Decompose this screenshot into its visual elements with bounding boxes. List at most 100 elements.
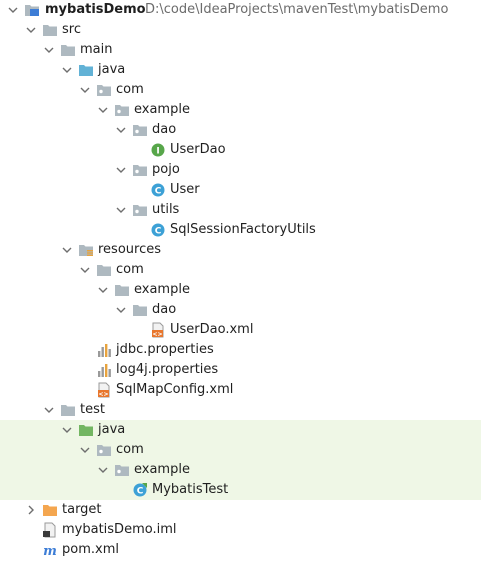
tree-row-utils[interactable]: utils (0, 200, 481, 220)
interface-icon: I (150, 142, 166, 158)
tree-row-target[interactable]: target (0, 500, 481, 520)
mybatis-test-label: MybatisTest (152, 482, 229, 497)
main-com-label: com (116, 82, 144, 97)
chevron-down-icon[interactable] (61, 64, 73, 76)
chevron-down-icon[interactable] (43, 44, 55, 56)
folder-icon (114, 282, 130, 298)
folder-icon (42, 22, 58, 38)
pojo-label: pojo (152, 162, 180, 177)
tree-row-user[interactable]: C User (0, 180, 481, 200)
chevron-down-icon[interactable] (115, 304, 127, 316)
chevron-down-icon[interactable] (61, 244, 73, 256)
chevron-down-icon[interactable] (97, 464, 109, 476)
tree-row-test[interactable]: test (0, 400, 481, 420)
tree-row-root[interactable]: mybatisDemo D:\code\IdeaProjects\mavenTe… (0, 0, 481, 20)
tree-row-sql-map-config[interactable]: <> SqlMapConfig.xml (0, 380, 481, 400)
package-icon (132, 202, 148, 218)
tree-row-mybatis-test[interactable]: C MybatisTest (0, 480, 481, 500)
chevron-down-icon[interactable] (79, 444, 91, 456)
folder-icon (60, 42, 76, 58)
chevron-down-icon[interactable] (43, 404, 55, 416)
iml-label: mybatisDemo.iml (62, 522, 177, 537)
test-source-folder-icon (78, 422, 94, 438)
class-icon: C (150, 182, 166, 198)
excluded-folder-icon (42, 502, 58, 518)
svg-text:<>: <> (152, 331, 162, 338)
package-icon (132, 122, 148, 138)
maven-icon: m (42, 542, 58, 558)
tree-row-user-dao-xml[interactable]: <> UserDao.xml (0, 320, 481, 340)
tree-row-res-example[interactable]: example (0, 280, 481, 300)
module-folder-icon (24, 2, 40, 18)
root-path: D:\code\IdeaProjects\mavenTest\mybatisDe… (145, 2, 449, 17)
tree-row-res-com[interactable]: com (0, 260, 481, 280)
root-label: mybatisDemo (45, 2, 146, 17)
svg-text:<>: <> (98, 391, 108, 398)
pom-label: pom.xml (62, 542, 119, 557)
tree-row-test-com[interactable]: com (0, 440, 481, 460)
folder-icon (60, 402, 76, 418)
chevron-down-icon[interactable] (7, 4, 19, 16)
tree-row-main[interactable]: main (0, 40, 481, 60)
chevron-down-icon[interactable] (79, 264, 91, 276)
tree-row-log4j-properties[interactable]: log4j.properties (0, 360, 481, 380)
chevron-right-icon[interactable] (25, 504, 37, 516)
main-example-label: example (134, 102, 190, 117)
xml-file-icon: <> (150, 322, 166, 338)
tree-row-main-example[interactable]: example (0, 100, 481, 120)
resources-folder-icon (78, 242, 94, 258)
log4j-properties-label: log4j.properties (116, 362, 219, 377)
sql-session-factory-utils-label: SqlSessionFactoryUtils (170, 222, 316, 237)
chevron-down-icon[interactable] (61, 424, 73, 436)
chevron-down-icon[interactable] (115, 164, 127, 176)
tree-row-main-com[interactable]: com (0, 80, 481, 100)
package-icon (96, 442, 112, 458)
module-file-icon (42, 522, 58, 538)
source-folder-icon (78, 62, 94, 78)
test-com-label: com (116, 442, 144, 457)
jdbc-properties-label: jdbc.properties (116, 342, 214, 357)
chevron-down-icon[interactable] (97, 104, 109, 116)
tree-row-jdbc-properties[interactable]: jdbc.properties (0, 340, 481, 360)
folder-icon (96, 262, 112, 278)
chevron-down-icon[interactable] (115, 204, 127, 216)
tree-row-test-example[interactable]: example (0, 460, 481, 480)
main-label: main (80, 42, 113, 57)
sql-map-config-label: SqlMapConfig.xml (116, 382, 234, 397)
test-example-label: example (134, 462, 190, 477)
properties-file-icon (96, 342, 112, 358)
user-dao-xml-label: UserDao.xml (170, 322, 254, 337)
res-dao-label: dao (152, 302, 177, 317)
svg-text:C: C (155, 187, 162, 197)
tree-row-resources[interactable]: resources (0, 240, 481, 260)
svg-text:C: C (155, 227, 162, 237)
chevron-down-icon[interactable] (115, 124, 127, 136)
svg-text:I: I (156, 147, 159, 157)
package-icon (114, 462, 130, 478)
package-icon (96, 82, 112, 98)
tree-row-dao[interactable]: dao (0, 120, 481, 140)
resources-label: resources (98, 242, 162, 257)
chevron-down-icon[interactable] (79, 84, 91, 96)
test-java-label: java (98, 422, 126, 437)
tree-row-main-java[interactable]: java (0, 60, 481, 80)
test-class-icon: C (132, 482, 148, 498)
res-example-label: example (134, 282, 190, 297)
tree-row-src[interactable]: src (0, 20, 481, 40)
class-icon: C (150, 222, 166, 238)
chevron-down-icon[interactable] (97, 284, 109, 296)
utils-label: utils (152, 202, 180, 217)
tree-row-sql-session-factory-utils[interactable]: C SqlSessionFactoryUtils (0, 220, 481, 240)
svg-text:C: C (137, 487, 144, 497)
tree-row-pom[interactable]: m pom.xml (0, 540, 481, 560)
package-icon (132, 162, 148, 178)
tree-row-res-dao[interactable]: dao (0, 300, 481, 320)
tree-row-iml[interactable]: mybatisDemo.iml (0, 520, 481, 540)
user-label: User (170, 182, 200, 197)
dao-label: dao (152, 122, 177, 137)
tree-row-pojo[interactable]: pojo (0, 160, 481, 180)
tree-row-user-dao[interactable]: I UserDao (0, 140, 481, 160)
tree-row-test-java[interactable]: java (0, 420, 481, 440)
chevron-down-icon[interactable] (25, 24, 37, 36)
